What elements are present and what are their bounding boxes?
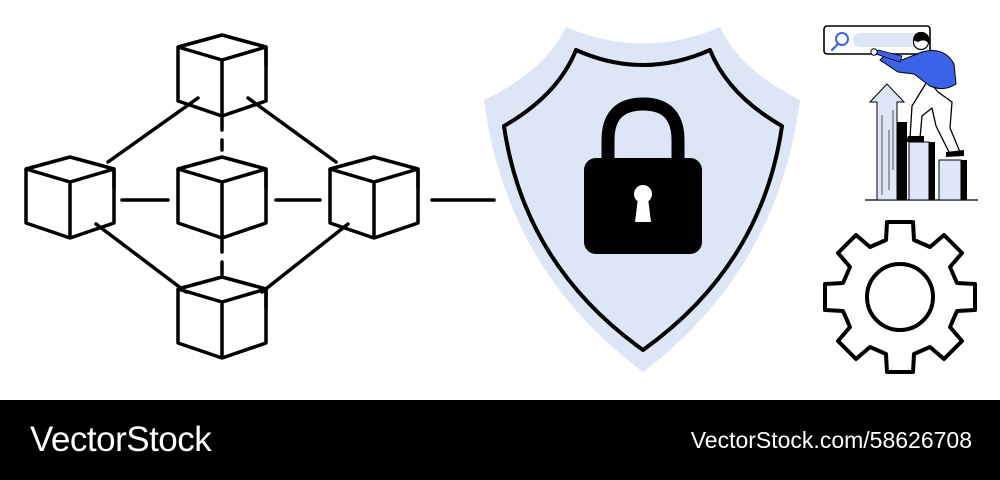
growth-bars — [868, 83, 967, 201]
gear-icon — [823, 220, 977, 374]
network-connectors — [94, 96, 496, 294]
brand-logo-text: VectorStock — [30, 420, 212, 459]
footer-bar: VectorStock VectorStock.com/58626708 — [0, 400, 1000, 480]
illustration-canvas — [24, 25, 978, 374]
padlock-shackle — [601, 97, 685, 162]
person-hair — [913, 31, 930, 44]
cube-left — [24, 155, 116, 240]
image-id-text: VectorStock.com/58626708 — [690, 426, 972, 453]
person-shoes — [906, 136, 964, 157]
search-growth-person-icon — [823, 25, 978, 201]
keyhole-icon — [634, 185, 652, 222]
cube-top — [176, 33, 268, 118]
shield-lock-icon — [484, 27, 800, 372]
search-bar — [823, 25, 931, 55]
illustration — [24, 25, 978, 374]
search-icon — [830, 32, 849, 52]
cube-right — [328, 155, 420, 240]
cube-center — [176, 155, 268, 240]
blockchain-network-icon — [24, 33, 496, 360]
cube-bottom — [176, 275, 268, 360]
person-hand — [870, 48, 878, 56]
person-figure — [870, 31, 964, 157]
person-arm — [875, 49, 903, 63]
shield-outline — [502, 48, 784, 352]
